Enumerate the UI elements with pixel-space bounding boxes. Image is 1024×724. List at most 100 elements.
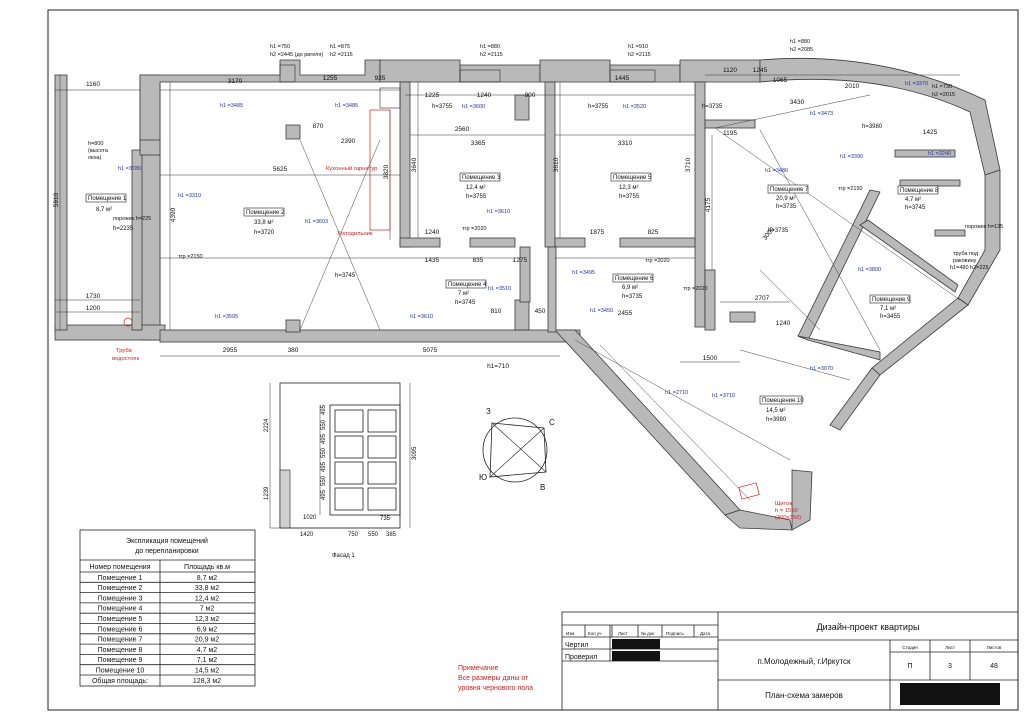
pipe-label: водостояк [112, 356, 140, 362]
dim-bottom: h1=710 [487, 363, 509, 370]
explication-area-cell: 7 м2 [200, 606, 215, 613]
facade-dim: 495 [321, 489, 327, 500]
svg-text:h=3755: h=3755 [466, 194, 487, 200]
facade-dim: 3095 [412, 446, 418, 460]
tb-location: п.Молодежный, г.Иркутск [757, 657, 851, 666]
dim-top: 1160 [86, 81, 100, 88]
note-title: Примечание [458, 665, 499, 672]
dim-vertical: 3640 [411, 157, 418, 172]
note-line: уровня чернового пола [458, 685, 533, 692]
redacted-stamp [900, 683, 1000, 705]
explication-area-cell: 6,9 м2 [197, 626, 217, 633]
sheet-frame [47, 9, 1019, 711]
height-mark: h1 =3473 [810, 111, 833, 117]
height-mark: h1 =3610 [487, 209, 510, 215]
dim-mid: 835 [473, 257, 484, 264]
door-label: порожек h=135 [965, 224, 1003, 230]
dim-vertical: 3710 [685, 157, 692, 172]
tb-header-cell: Изм [566, 631, 574, 636]
dim-top: 1425 [923, 129, 938, 136]
room-tag-2: Помещение 2 33,8 м² h=3720 [243, 207, 285, 236]
explication-room-cell: Помещение 6 [98, 626, 143, 633]
tb-stage-label: Стадия [902, 645, 918, 650]
explication-area-cell: 33,8 м2 [195, 585, 219, 592]
window-note: h1 =730 [932, 84, 952, 90]
dim-mid: 1200 [86, 305, 101, 312]
plan-dimensions: 1160 3170 1255 935 870 1225 1240 900 144… [53, 67, 938, 370]
room-tag-4: Помещение 4 7 м² h=3745 [445, 279, 487, 306]
window-note: h1 =750 [270, 44, 290, 50]
height-mark: h1 =3485 [220, 103, 243, 109]
compass-rose: З С В Ю [479, 407, 555, 492]
tb-drawn-label: Чертил [565, 642, 589, 649]
dim-mid: 1875 [590, 229, 605, 236]
svg-text:20,9 м²: 20,9 м² [776, 196, 795, 202]
dim-top: 935 [375, 75, 386, 82]
svg-text:Помещение 7: Помещение 7 [770, 187, 809, 193]
explication-area-cell: 8,7 м2 [197, 575, 217, 582]
floor-plan [54, 57, 1001, 531]
height-mark: h1 =3510 [488, 286, 511, 292]
height-mark: h1 =3780 [118, 166, 141, 172]
explication-area-cell: 20,9 м2 [195, 637, 219, 644]
explication-room-cell: Помещение 4 [98, 606, 143, 613]
explication-table: Экспликация помещений до перепланировки … [79, 529, 256, 687]
panel-label: h = 1550 [775, 508, 798, 514]
dim-bottom: 380 [288, 347, 299, 354]
dim-vertical: 3610 [553, 157, 560, 172]
explication-area-cell: 14,5 м2 [195, 668, 219, 675]
explication-area-cell: 12,4 м2 [195, 595, 219, 602]
explication-col-area: Площадь кв.м [184, 564, 230, 571]
compass-west: З [486, 407, 491, 416]
height-mark: h1 =3240 [928, 151, 951, 157]
height-mark: h1 =3370 [905, 81, 928, 87]
dim-mid: 1730 [86, 293, 101, 300]
window-height-notes: h1 =750 h2 =2445 (до ригеля) h1 =875 h2 … [270, 39, 955, 98]
room-tag-9: Помещение 9 7,1 м² h=3455 [869, 294, 911, 320]
height-mark: h1 =3485 [335, 103, 358, 109]
dim-top: 1065 [773, 77, 788, 84]
svg-text:h=3735: h=3735 [622, 294, 643, 300]
height-mark: h1 =3070 [810, 366, 833, 372]
height-mark: h1 =3800 [858, 267, 881, 273]
svg-text:12,4 м²: 12,4 м² [466, 185, 485, 191]
facade-dim: 550 [321, 447, 327, 458]
facade-window-pane [334, 409, 364, 433]
panel-label: Щиток [775, 501, 792, 507]
dim-vertical: 4390 [170, 207, 177, 222]
height-mark: h1 =3310 [178, 193, 201, 199]
side-note: окна) [88, 155, 102, 161]
kitchen-set-label: Кухонный гарнитур [326, 165, 377, 172]
dim-mid: 3365 [471, 140, 486, 147]
svg-text:12,3 м²: 12,3 м² [619, 185, 638, 191]
dim-mid: 2455 [618, 310, 633, 317]
explication-room-cell: Помещение 5 [98, 616, 143, 623]
svg-text:4,7 м²: 4,7 м² [905, 197, 921, 203]
side-note: (высота [88, 148, 109, 154]
explication-col-room: Номер помещения [89, 564, 150, 571]
facade-dim: 385 [386, 532, 397, 538]
tb-header-cell: Лист [618, 631, 628, 636]
door-label: тгр =2020 [645, 258, 670, 264]
window-note: h2 =2115 [628, 52, 651, 58]
room-tag-6: Помещение 6 6,9 м² h=3735 [612, 273, 654, 300]
explication-room-cell: Помещение 9 [98, 657, 143, 664]
explication-subtitle: до перепланировки [135, 548, 199, 555]
facade-dim: 1420 [300, 532, 314, 538]
window-note: h1 =875 [330, 44, 350, 50]
dim-top: 1120 [723, 67, 737, 74]
door-label: тгр =2150 [838, 186, 863, 192]
room-height: h=3755 [432, 104, 453, 110]
facade-window-pane [367, 435, 397, 459]
room-height: h=3735 [768, 228, 789, 234]
compass-north: С [549, 418, 555, 427]
dim-mid: 5625 [273, 166, 288, 173]
dim-bottom: 2955 [223, 347, 238, 354]
dim-bottom: 5075 [423, 347, 438, 354]
facade-dim: 550 [321, 475, 327, 486]
svg-text:7,1 м²: 7,1 м² [880, 306, 896, 312]
svg-text:Помещение 6: Помещение 6 [615, 276, 654, 282]
svg-text:7 м²: 7 м² [458, 291, 469, 297]
height-mark: h1 =2710 [665, 390, 688, 396]
svg-text:h=3745: h=3745 [455, 300, 476, 306]
